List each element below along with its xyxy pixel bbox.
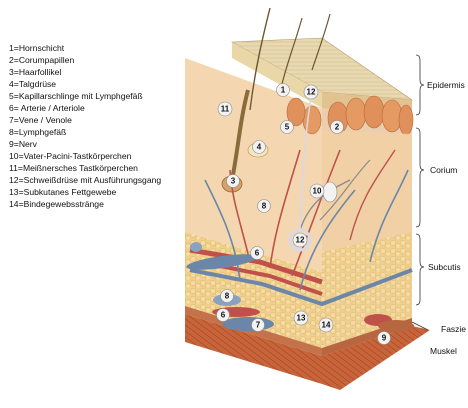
- label-corium: Corium: [430, 165, 457, 175]
- marker-3-text: 3: [231, 177, 236, 186]
- marker-3: 3: [227, 175, 240, 188]
- marker-10: 10: [310, 184, 324, 198]
- marker-10-text: 10: [313, 187, 322, 196]
- marker-1-text: 1: [281, 86, 286, 95]
- marker-5: 5: [281, 121, 294, 134]
- marker-4: 4: [253, 141, 266, 154]
- label-faszie: Faszie: [441, 324, 466, 334]
- marker-11: 11: [218, 102, 232, 116]
- marker-13: 13: [294, 311, 308, 325]
- marker-7-text: 7: [256, 321, 261, 330]
- marker-6a: 6: [251, 247, 264, 260]
- label-subcutis: Subcutis: [428, 262, 461, 272]
- marker-6a-text: 6: [255, 249, 260, 258]
- marker-12b-text: 12: [296, 236, 305, 245]
- marker-8a: 8: [258, 200, 271, 213]
- marker-7: 7: [252, 319, 265, 332]
- marker-14-text: 14: [322, 321, 331, 330]
- marker-6b-text: 6: [221, 311, 226, 320]
- marker-14: 14: [319, 318, 333, 332]
- label-epidermis: Epidermis: [427, 80, 465, 90]
- marker-12a: 12: [304, 85, 318, 99]
- marker-8a-text: 8: [262, 202, 267, 211]
- marker-11-text: 11: [221, 105, 230, 114]
- marker-1: 1: [277, 84, 290, 97]
- marker-6b: 6: [217, 309, 230, 322]
- marker-2: 2: [331, 121, 344, 134]
- marker-12b: 12: [293, 233, 307, 247]
- marker-8b: 8: [221, 290, 234, 303]
- marker-12a-text: 12: [307, 88, 316, 97]
- layer-brackets: [412, 55, 428, 330]
- marker-8b-text: 8: [225, 292, 230, 301]
- marker-13-text: 13: [297, 314, 306, 323]
- marker-2-text: 2: [335, 123, 340, 132]
- marker-9: 9: [378, 332, 391, 345]
- pacinian-corpuscle: [323, 182, 337, 202]
- label-muskel: Muskel: [430, 346, 457, 356]
- marker-4-text: 4: [257, 143, 262, 152]
- marker-5-text: 5: [285, 123, 290, 132]
- marker-9-text: 9: [382, 334, 387, 343]
